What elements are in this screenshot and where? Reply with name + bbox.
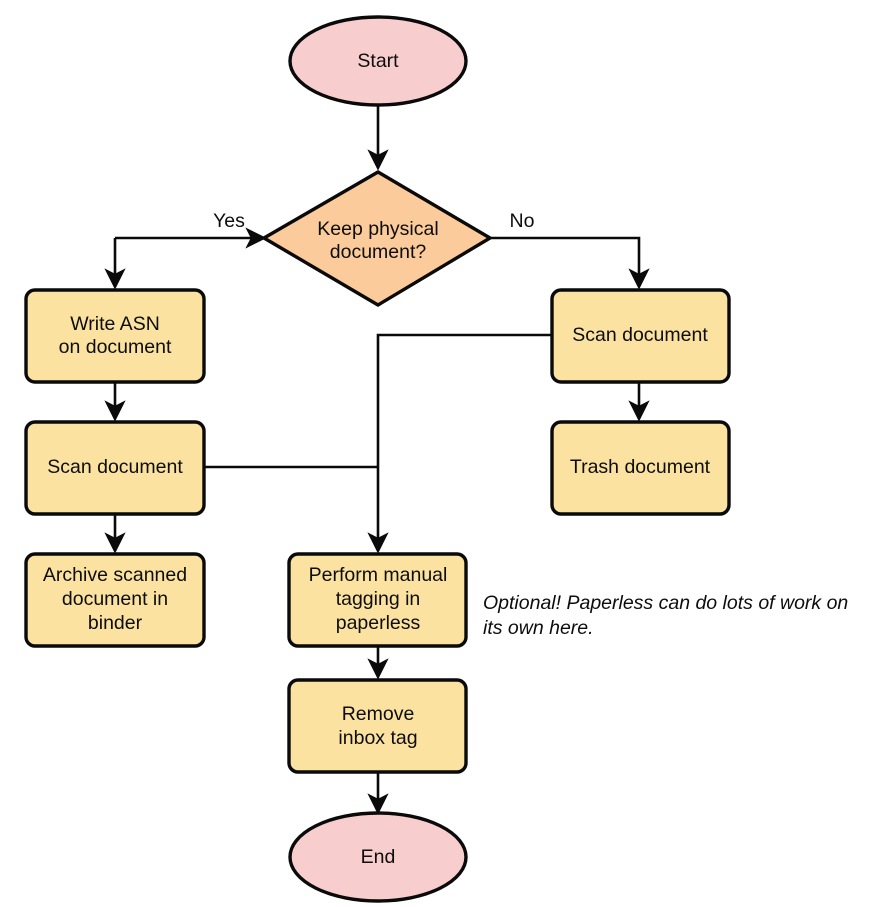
node-decision-keep-physical-document[interactable]: Keep physical document? bbox=[262, 170, 492, 307]
node-write-asn[interactable]: Write ASN on document bbox=[24, 288, 206, 384]
node-manual-tagging-label-line3: paperless bbox=[336, 612, 421, 634]
edge-decision-to-write-asn bbox=[104, 227, 267, 290]
node-scan-document-right[interactable]: Scan document bbox=[550, 288, 731, 384]
node-remove-inbox-label-line2: inbox tag bbox=[338, 727, 417, 749]
node-archive-scanned-document[interactable]: Archive scanned document in binder bbox=[24, 552, 206, 648]
node-trash-document-label: Trash document bbox=[570, 456, 711, 478]
node-scan-document-left-label: Scan document bbox=[47, 456, 183, 478]
annotation-optional-note-line2: its own here. bbox=[483, 617, 594, 639]
node-archive-label-line3: binder bbox=[88, 612, 143, 634]
node-start[interactable]: Start bbox=[288, 15, 468, 107]
remove-inbox-tag-box-shape bbox=[287, 678, 468, 774]
node-archive-label-line1: Archive scanned bbox=[43, 564, 187, 586]
node-end-label: End bbox=[361, 846, 396, 868]
node-write-asn-label-line1: Write ASN bbox=[70, 313, 160, 335]
node-archive-label-line2: document in bbox=[62, 588, 168, 610]
scan-document-left-box-shape bbox=[24, 420, 206, 516]
node-remove-inbox-tag[interactable]: Remove inbox tag bbox=[287, 678, 468, 774]
edge-label-yes: Yes bbox=[213, 210, 245, 232]
scan-document-right-box-shape bbox=[550, 288, 731, 384]
manual-tagging-box-shape bbox=[287, 552, 468, 648]
node-decision-label-line1: Keep physical bbox=[317, 218, 438, 240]
node-manual-tagging-label-line2: tagging in bbox=[336, 588, 421, 610]
node-end[interactable]: End bbox=[288, 811, 468, 903]
end-ellipse-shape bbox=[288, 811, 468, 903]
decision-diamond-shape bbox=[262, 170, 492, 307]
node-remove-inbox-label-line1: Remove bbox=[342, 703, 415, 725]
annotation-optional-note: Optional! Paperless can do lots of work … bbox=[483, 592, 848, 639]
edge-label-no: No bbox=[510, 210, 535, 232]
node-start-label: Start bbox=[357, 50, 399, 72]
annotation-optional-note-line1: Optional! Paperless can do lots of work … bbox=[483, 592, 848, 614]
node-scan-document-right-label: Scan document bbox=[572, 324, 708, 346]
archive-box-shape bbox=[24, 552, 206, 648]
node-trash-document[interactable]: Trash document bbox=[550, 420, 731, 516]
node-manual-tagging-label-line1: Perform manual bbox=[309, 564, 448, 586]
node-decision-label-line2: document? bbox=[330, 241, 427, 263]
edge-decision-to-scan-right bbox=[490, 236, 650, 290]
start-ellipse-shape bbox=[288, 15, 468, 107]
node-write-asn-label-line2: on document bbox=[59, 336, 172, 358]
trash-document-box-shape bbox=[550, 420, 731, 516]
write-asn-box-shape bbox=[24, 288, 206, 384]
node-scan-document-left[interactable]: Scan document bbox=[24, 420, 206, 516]
node-perform-manual-tagging[interactable]: Perform manual tagging in paperless bbox=[287, 552, 468, 648]
edge-scan-right-to-manual-tagging bbox=[367, 333, 552, 554]
